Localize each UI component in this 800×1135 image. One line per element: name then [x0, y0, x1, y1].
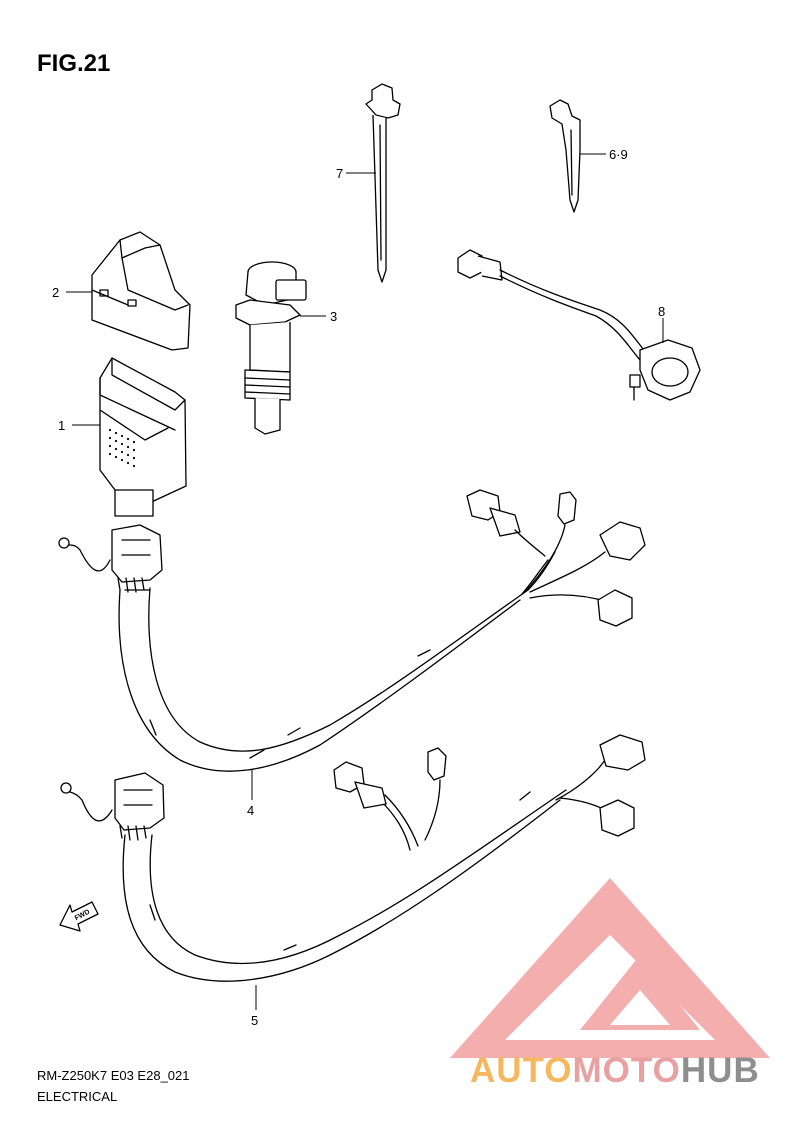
watermark-part-hub: HUB	[680, 1051, 760, 1090]
callout-4: 4	[247, 803, 254, 818]
figure-code: RM-Z250K7 E03 E28_021	[37, 1068, 190, 1083]
callout-5: 5	[251, 1013, 258, 1028]
callout-7: 7	[336, 166, 343, 181]
figure-title: FIG.21	[37, 50, 111, 77]
watermark-part-moto: MOTO	[572, 1051, 681, 1090]
section-label: ELECTRICAL	[37, 1089, 118, 1104]
wiring-harness-4[interactable]	[58, 489, 646, 772]
callout-8: 8	[658, 304, 665, 319]
ignition-coil[interactable]	[235, 261, 307, 435]
cdi-cover[interactable]	[91, 231, 191, 351]
gear-position-sensor[interactable]	[457, 249, 701, 401]
watermark-logo	[450, 878, 770, 1058]
callout-3: 3	[330, 309, 337, 324]
cdi-unit[interactable]	[99, 357, 187, 517]
fwd-arrow: FWD	[59, 901, 99, 932]
cable-tie-long[interactable]	[365, 83, 401, 283]
callout-6-9: 6·9	[609, 147, 628, 162]
watermark-text: AUTOMOTOHUB	[470, 1051, 760, 1091]
cable-tie-small[interactable]	[549, 99, 581, 213]
watermark-part-auto: AUTO	[470, 1051, 573, 1090]
wiring-harness-5[interactable]	[60, 734, 646, 982]
callout-2: 2	[52, 285, 59, 300]
callout-1: 1	[58, 418, 65, 433]
